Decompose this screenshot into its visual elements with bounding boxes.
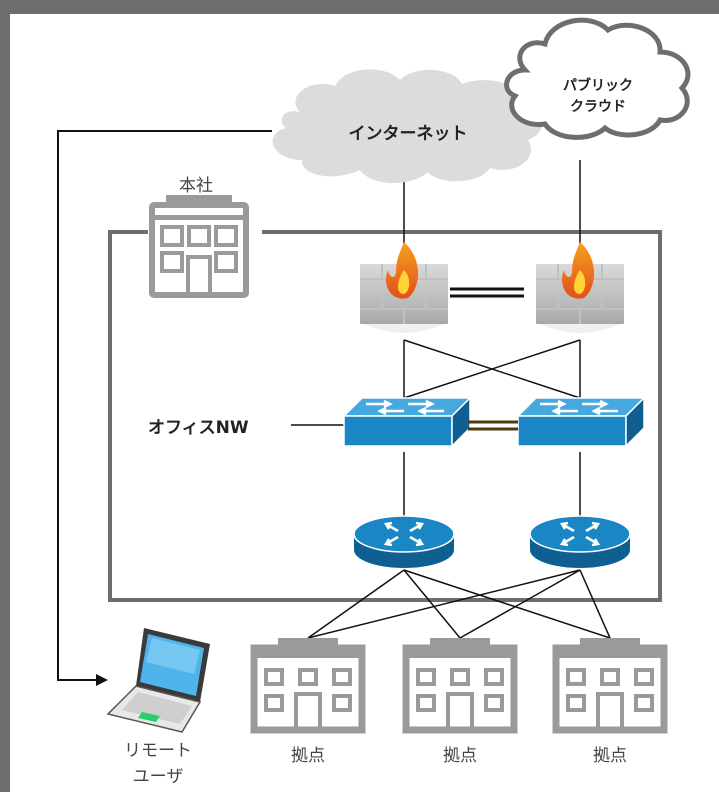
headquarters-building-icon xyxy=(152,195,246,295)
public-cloud-shape xyxy=(504,17,691,140)
branch-label-1: 拠点 xyxy=(291,746,325,766)
remote-user-label-line2: ユーザ xyxy=(132,767,184,787)
headquarters-label: 本社 xyxy=(179,176,213,196)
office-nw-label: オフィスNW xyxy=(148,418,249,438)
laptop-icon xyxy=(106,628,210,733)
router-1-to-branch-2-line xyxy=(403,569,461,639)
internet-cloud-shape xyxy=(272,69,544,184)
headquarters-box xyxy=(108,230,662,602)
firewall-1-icon xyxy=(359,241,449,334)
remote-user-arrowhead xyxy=(96,674,108,686)
frame-left-bar xyxy=(0,0,10,792)
internet-cloud-icon xyxy=(272,69,544,184)
firewall-2-to-switch-1-line xyxy=(403,339,581,399)
router-1-to-branch-1-line xyxy=(307,569,405,639)
frame-top-bar xyxy=(0,0,719,14)
switch-1-icon xyxy=(342,396,472,448)
remote-user-label-line1: リモート xyxy=(124,741,192,761)
router-1-icon xyxy=(352,514,456,570)
switch-2-icon xyxy=(516,396,646,448)
public-cloud-label-line1: パブリック xyxy=(563,78,633,94)
firewall-2-icon xyxy=(535,241,625,334)
router-2-to-branch-3-line xyxy=(579,569,611,639)
branch-label-3: 拠点 xyxy=(593,746,627,766)
internet-label: インターネット xyxy=(348,124,468,144)
branch-building-1-icon xyxy=(254,638,362,730)
router-1-to-branch-3-line xyxy=(403,569,611,639)
router-2-icon xyxy=(528,514,632,570)
public-cloud-icon xyxy=(504,17,691,140)
router-2-to-branch-1-line xyxy=(307,569,581,639)
router-2-to-branch-2-line xyxy=(459,569,581,639)
public-cloud-label-line2: クラウド xyxy=(570,99,626,115)
branch-building-2-icon xyxy=(406,638,514,730)
branch-building-3-icon xyxy=(556,638,664,730)
remote-user-connection-line xyxy=(57,130,272,681)
branch-label-2: 拠点 xyxy=(443,746,477,766)
